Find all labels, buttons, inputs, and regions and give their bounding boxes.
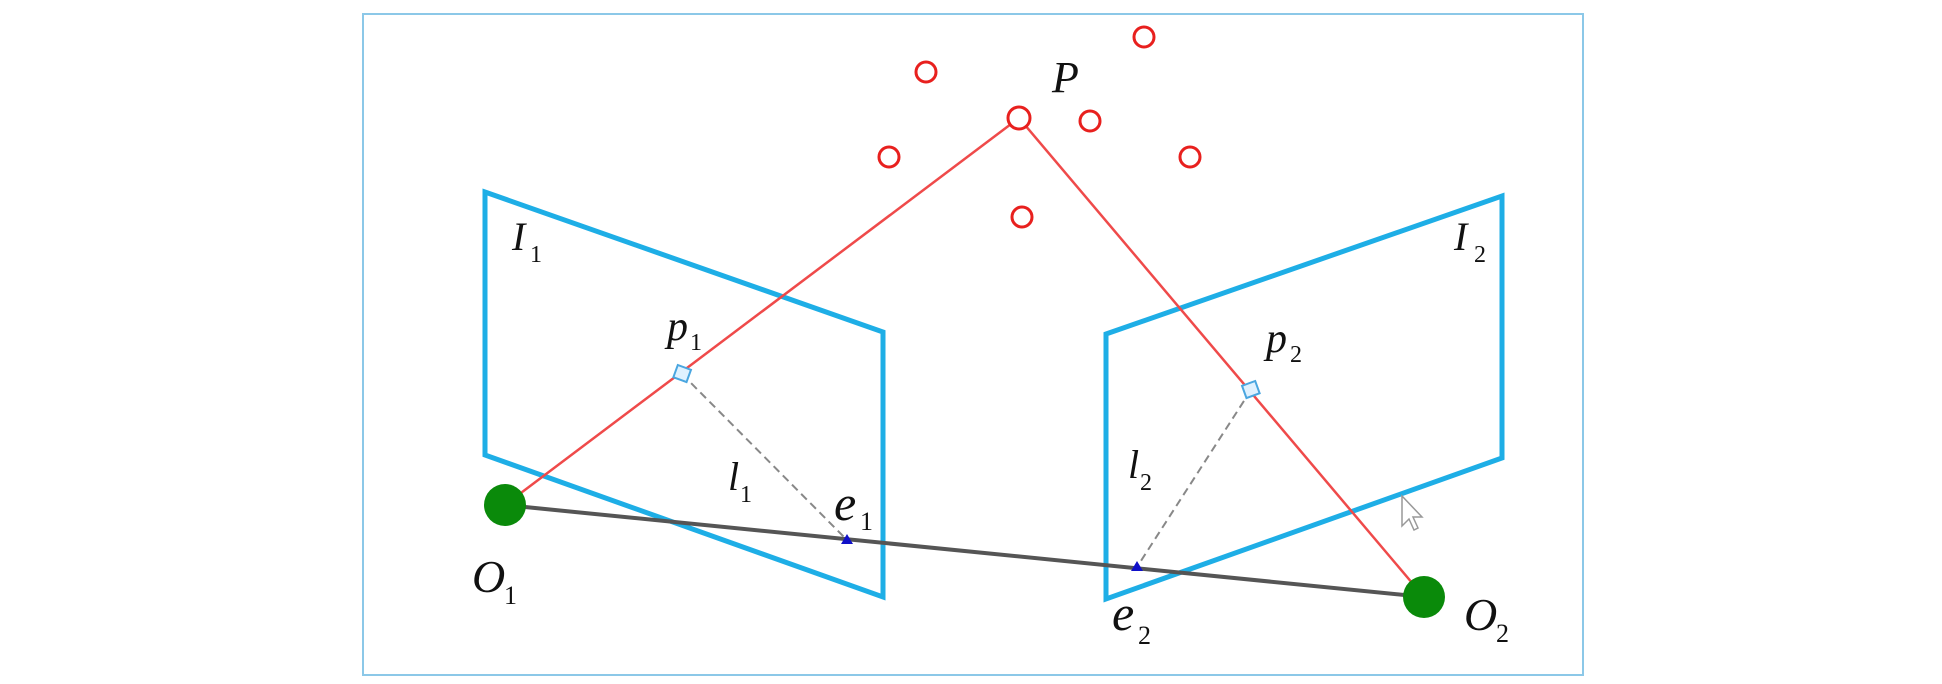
scene-point [1178,145,1202,169]
label-l2: l [1128,442,1139,487]
diagram-frame [362,13,1584,676]
point-P [1006,105,1032,131]
label-O1: O [472,551,505,602]
mouse-cursor-icon [1401,494,1424,532]
label-I2: I [1453,214,1469,259]
label-p1-sub: 1 [690,330,702,356]
label-l1-sub: 1 [740,482,752,508]
projection-ray-1 [504,117,1020,506]
epipolar-line-1 [681,373,848,541]
label-I1-sub: 1 [530,242,542,268]
epipole-e1 [841,534,853,544]
label-e1-sub: 1 [860,507,873,536]
camera-center-O1 [484,484,526,526]
image-plane-1 [482,188,886,601]
camera-center-O2 [1403,576,1445,618]
scene-point [877,145,901,169]
label-e2-sub: 2 [1138,621,1151,650]
epipolar-line-2 [1136,389,1252,568]
label-l2-sub: 2 [1140,470,1152,496]
scene-point [914,60,938,84]
label-p2-sub: 2 [1290,342,1302,368]
epipole-e2 [1131,561,1143,571]
scene-point [1132,25,1156,49]
label-l1: l [728,454,739,499]
projection-ray-2 [1018,117,1425,598]
baseline [504,503,1425,599]
scene-point [1078,109,1102,133]
label-O1-sub: 1 [504,581,517,610]
label-O2-sub: 2 [1496,619,1509,648]
label-O2: O [1464,589,1497,640]
image-plane-2 [1103,192,1505,603]
label-e1: e [834,475,856,531]
label-p1: p [664,304,688,350]
scene-point [1010,205,1034,229]
image-point-p1 [672,363,693,384]
label-p2: p [1263,316,1287,362]
label-e2: e [1112,585,1134,641]
label-I2-sub: 2 [1474,242,1486,268]
image-point-p2 [1240,379,1261,400]
label-I1: I [511,214,527,259]
label-P: P [1051,53,1079,102]
